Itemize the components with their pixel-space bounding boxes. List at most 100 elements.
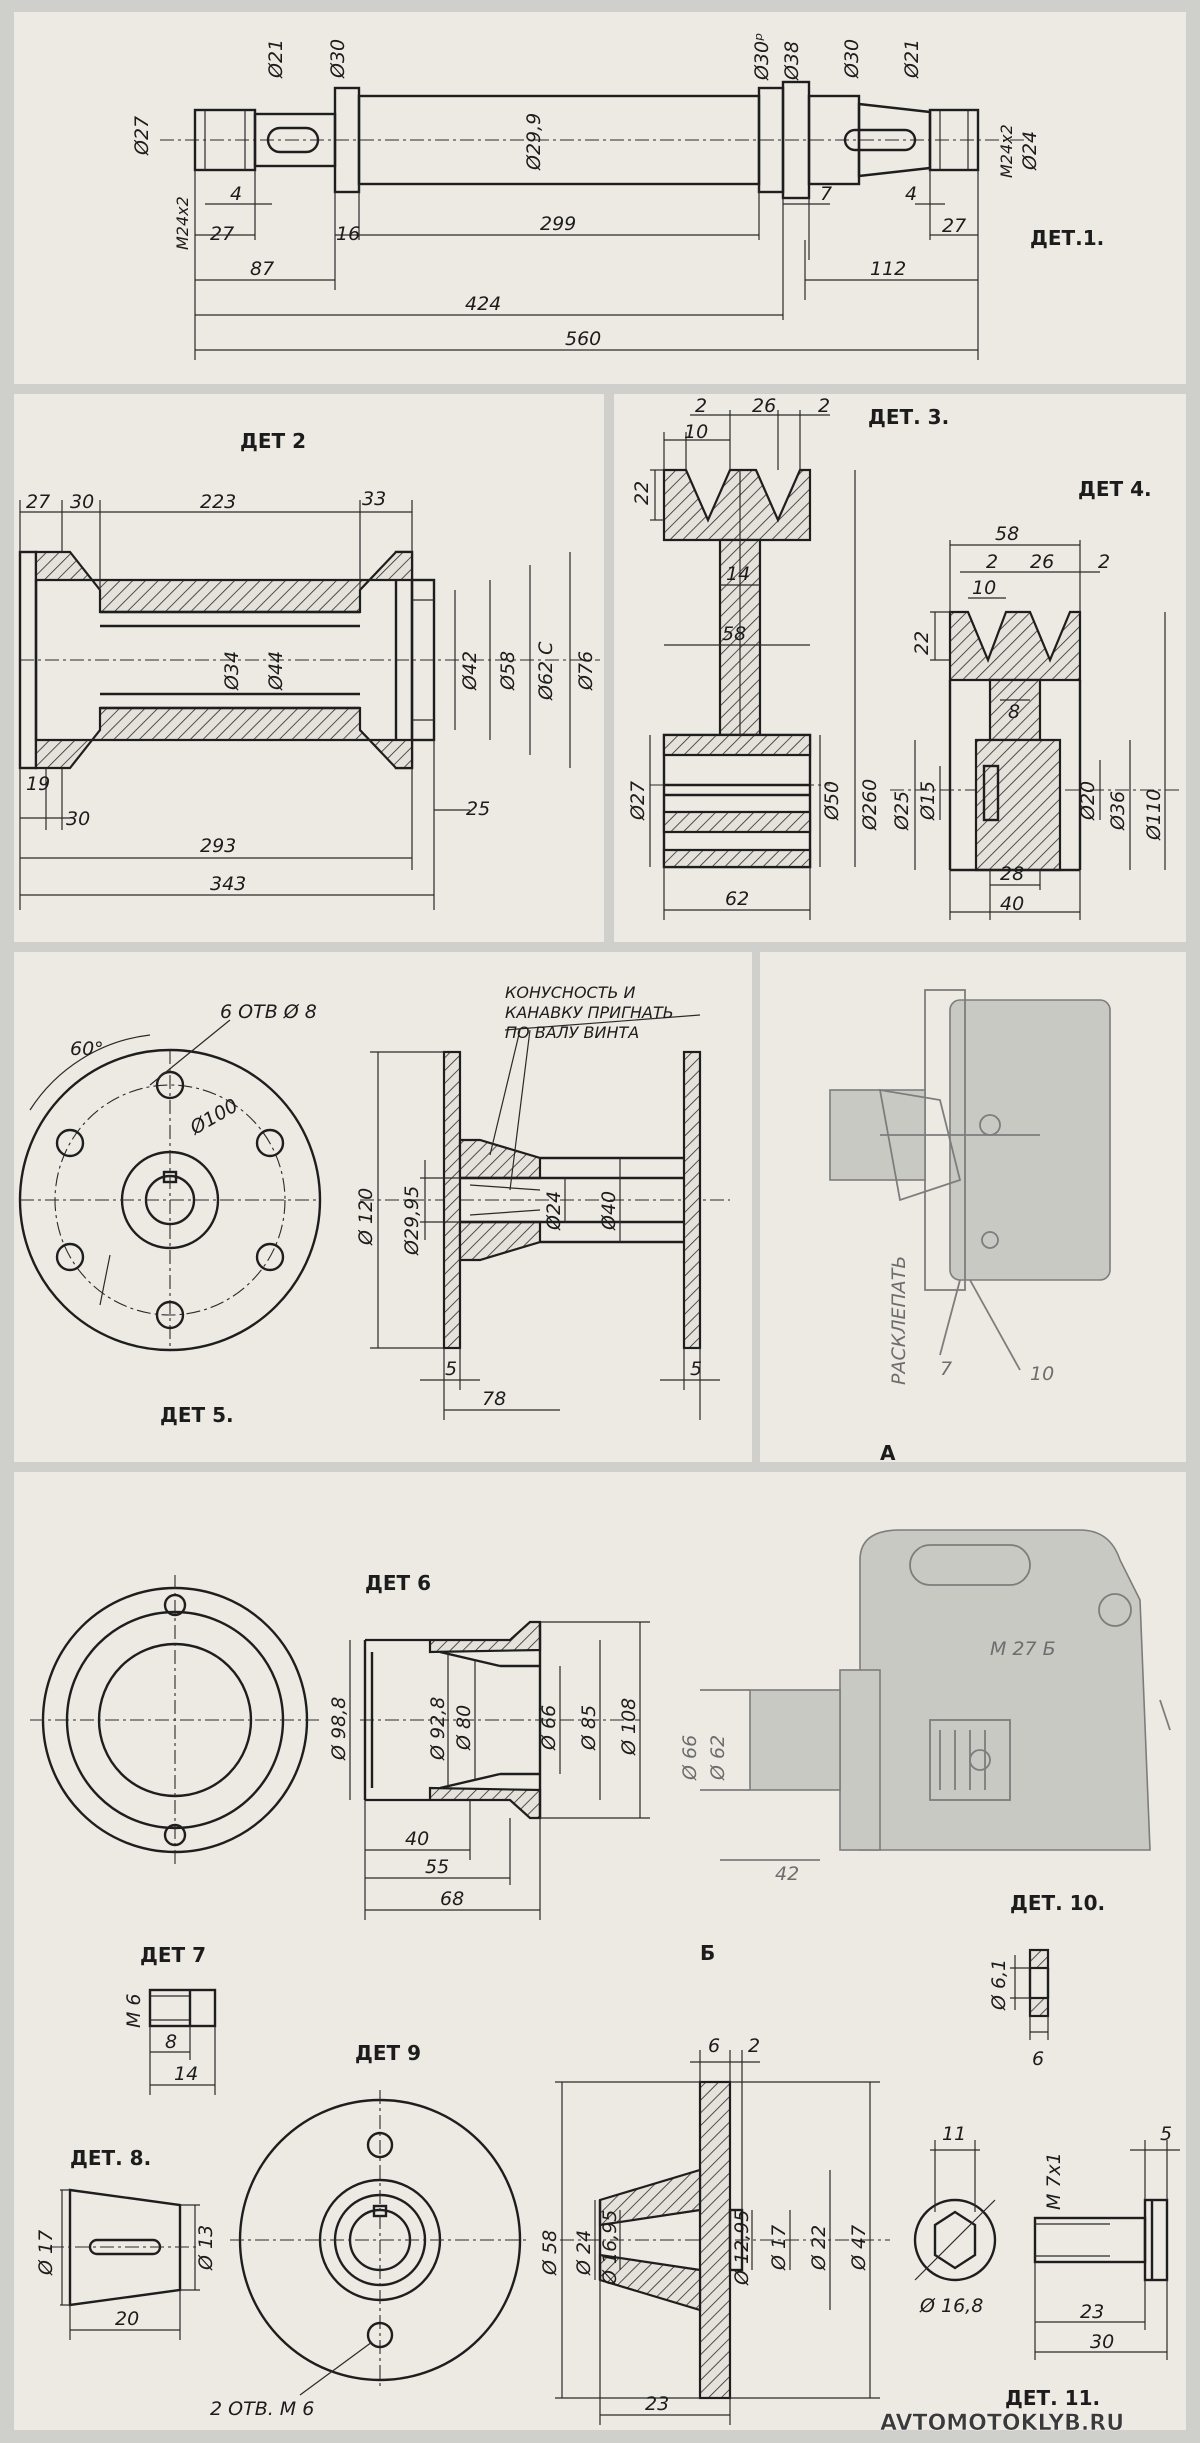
dim-6: 6 xyxy=(708,2035,720,2057)
dim-m6: М 6 xyxy=(123,1993,145,2028)
dim-d24: Ø 24 xyxy=(573,2230,595,2276)
dim-16: 16 xyxy=(336,223,360,245)
watermark: AVTOMOTOKLYB.RU xyxy=(880,2411,1124,2436)
dim-30: 30 xyxy=(1090,2331,1114,2353)
dim-30-top: 30 xyxy=(70,491,94,513)
dim-58: 58 xyxy=(995,523,1019,545)
detail-5-flange: 60° 6 ОТВ Ø 8 Ø100 Ø 120 Ø29,95 Ø24 Ø40 … xyxy=(18,983,730,1427)
dim-112: 112 xyxy=(870,258,906,280)
dim-d21-right: Ø21 xyxy=(901,39,923,79)
detail-2-label: ДЕТ 2 xyxy=(240,429,306,453)
dim-11: 11 xyxy=(942,2123,966,2145)
detail-10-label: ДЕТ. 10. xyxy=(1010,1891,1105,1915)
dim-m24x2-left: M24x2 xyxy=(173,196,192,250)
dim-d27: Ø27 xyxy=(131,116,153,156)
dim-d16-8: Ø 16,8 xyxy=(919,2295,983,2317)
dim-25: 25 xyxy=(466,798,490,820)
assembly-a: РАСКЛЕПАТЬ 7 10 А xyxy=(829,989,1111,1465)
dim-d92-8: Ø 92,8 xyxy=(427,1697,449,1761)
dim-23: 23 xyxy=(645,2393,669,2415)
dim-d80: Ø 80 xyxy=(453,1705,475,1751)
assembly-a-callout-10: 10 xyxy=(1030,1363,1054,1385)
dim-d22: Ø 22 xyxy=(808,2225,830,2271)
dim-343: 343 xyxy=(210,873,246,895)
dim-5-left: 5 xyxy=(445,1358,457,1380)
dim-560: 560 xyxy=(565,328,601,350)
dim-33: 33 xyxy=(362,488,386,510)
dim-4-left: 4 xyxy=(230,183,242,205)
panel-detail-1 xyxy=(14,12,1186,384)
dim-2-holes-m6: 2 ОТВ. М 6 xyxy=(210,2398,314,2420)
dim-m7x1: М 7х1 xyxy=(1043,2152,1065,2210)
dim-d50: Ø50 xyxy=(821,781,843,821)
dim-d34: Ø34 xyxy=(221,651,243,691)
detail-4-label: ДЕТ 4. xyxy=(1078,477,1152,501)
dim-20: 20 xyxy=(115,2308,139,2330)
dim-d29-9: Ø29,9 xyxy=(523,113,545,171)
dim-40: 40 xyxy=(1000,893,1024,915)
dim-2-right: 2 xyxy=(1098,551,1110,573)
detail-9-small-flange: ДЕТ 9 2 ОТВ. М 6 6 2 Ø 58 Ø 24 Ø 16,95 Ø… xyxy=(210,2035,890,2425)
detail-7-bolt: ДЕТ 7 М 6 8 14 xyxy=(123,1943,217,2095)
dim-8: 8 xyxy=(165,2031,177,2053)
dim-d15: Ø15 xyxy=(917,781,939,821)
dim-26: 26 xyxy=(1030,551,1054,573)
dim-22: 22 xyxy=(911,631,933,655)
dim-30-bottom: 30 xyxy=(66,808,90,830)
dim-6: 6 xyxy=(1032,2048,1044,2070)
dim-d17: Ø 17 xyxy=(768,2225,790,2271)
dim-27-left: 27 xyxy=(210,223,234,245)
dim-d30-right: Ø30 xyxy=(841,39,863,79)
dim-19: 19 xyxy=(26,773,50,795)
detail-3-label: ДЕТ. 3. xyxy=(868,405,949,429)
dim-293: 293 xyxy=(200,835,236,857)
detail-5-label: ДЕТ 5. xyxy=(160,1403,234,1427)
dim-23: 23 xyxy=(1080,2301,1104,2323)
dim-22: 22 xyxy=(631,481,653,505)
dim-d36: Ø36 xyxy=(1107,791,1129,831)
detail-9-label: ДЕТ 9 xyxy=(355,2041,421,2065)
dim-2-left: 2 xyxy=(695,395,707,417)
assembly-a-callout-7: 7 xyxy=(940,1358,952,1380)
dim-10: 10 xyxy=(972,577,996,599)
detail-8-cone: ДЕТ. 8. Ø 17 Ø 13 20 xyxy=(35,2146,217,2340)
detail-11-hex-screw: 11 5 М 7х1 Ø 16,8 23 30 ДЕТ. 11. xyxy=(913,2123,1180,2410)
dim-d58: Ø 58 xyxy=(539,2230,561,2276)
dim-d44: Ø44 xyxy=(265,651,287,691)
dim-4-right: 4 xyxy=(905,183,917,205)
dim-d6-1: Ø 6,1 xyxy=(988,1959,1010,2011)
dim-d98-8: Ø 98,8 xyxy=(328,1697,350,1761)
detail-2-housing: ДЕТ 2 27 30 223 33 Ø34 Ø44 Ø42 Ø58 Ø62 С… xyxy=(18,429,600,910)
detail-4-small-pulley: 58 2 26 2 10 22 8 Ø25 Ø15 Ø20 Ø36 Ø110 2… xyxy=(890,477,1180,920)
dim-d17: Ø 17 xyxy=(35,2230,57,2276)
dim-68: 68 xyxy=(440,1888,464,1910)
dim-d62c: Ø62 С xyxy=(535,641,557,701)
dim-d24: Ø24 xyxy=(1019,131,1041,171)
dim-d110: Ø110 xyxy=(1143,789,1165,841)
dim-14: 14 xyxy=(174,2063,198,2085)
dim-55: 55 xyxy=(425,1856,449,1878)
dim-d30p: Ø30ᵖ xyxy=(751,33,773,81)
dim-d27: Ø27 xyxy=(627,781,649,821)
dim-299: 299 xyxy=(540,213,576,235)
dim-d16-95: Ø 16,95 xyxy=(599,2210,621,2286)
dim-424: 424 xyxy=(465,293,501,315)
panel-detail-2 xyxy=(14,394,604,942)
detail-1-shaft: Ø27 Ø21 Ø30 Ø29,9 Ø30ᵖ Ø38 Ø30 Ø21 Ø24 M… xyxy=(131,33,1104,360)
detail-6-cup: ДЕТ 6 Ø 98,8 Ø 92,8 Ø 80 Ø 66 Ø 85 Ø 108… xyxy=(30,1571,650,1920)
dim-6-holes-d8: 6 ОТВ Ø 8 xyxy=(220,1001,317,1023)
detail-11-label: ДЕТ. 11. xyxy=(1005,2386,1100,2410)
dim-d42: Ø42 xyxy=(459,651,481,691)
detail-7-label: ДЕТ 7 xyxy=(140,1943,206,1967)
dim-5-right: 5 xyxy=(690,1358,702,1380)
dim-d13: Ø 13 xyxy=(195,2225,217,2271)
assembly-b: М 27 Б Ø 66 Ø 62 42 Б xyxy=(679,1529,1171,1965)
dim-d120: Ø 120 xyxy=(355,1188,377,1246)
detail-1-label: ДЕТ.1. xyxy=(1030,226,1104,250)
dim-d38: Ø38 xyxy=(781,41,803,81)
detail-3-big-pulley: 2 26 2 10 22 14 58 Ø27 Ø50 Ø260 62 ДЕТ. … xyxy=(627,395,949,920)
dim-14: 14 xyxy=(726,563,750,585)
dim-d25: Ø25 xyxy=(891,791,913,831)
